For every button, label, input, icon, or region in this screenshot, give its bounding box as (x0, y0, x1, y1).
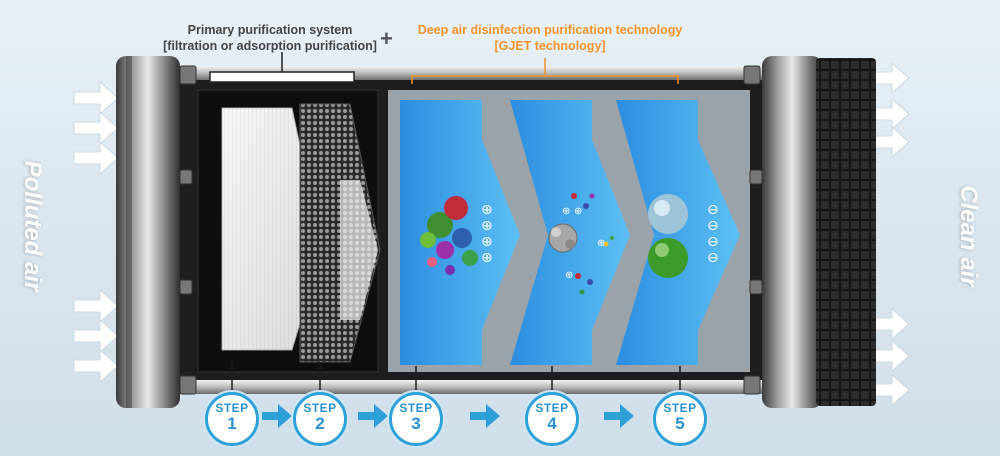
air-arrow-icon (74, 350, 118, 382)
step-arrow-icon (470, 404, 500, 428)
step-5-badge: STEP 5 (653, 392, 707, 446)
air-arrow-icon (74, 320, 118, 352)
negative-ion-icon: ⊖ (707, 202, 719, 218)
air-arrow-icon (872, 127, 909, 157)
step-arrow-icon (604, 404, 634, 428)
step-label: STEP (528, 401, 576, 415)
outlet-grille (816, 58, 876, 406)
step-number: 2 (296, 415, 344, 433)
negative-ion-icon: ⊖ (707, 250, 719, 266)
step-label: STEP (392, 401, 440, 415)
negative-ion-icon: ⊖ (707, 218, 719, 234)
air-arrow-icon (74, 112, 118, 144)
positive-ion-icon: ⊕ (597, 238, 605, 249)
negative-ion-icon: ⊖ (707, 234, 719, 250)
positive-ion-icon: ⊕ (565, 270, 573, 281)
outgoing-air-arrows (872, 63, 909, 405)
air-arrow-icon (872, 341, 909, 371)
positive-ion-icon: ⊕ (481, 218, 493, 234)
air-arrow-icon (872, 99, 909, 129)
step-number: 3 (392, 415, 440, 433)
positive-ion-icon: ⊕ (481, 202, 493, 218)
step-number: 4 (528, 415, 576, 433)
incoming-air-arrows (74, 82, 118, 382)
step-arrow-icon (358, 404, 388, 428)
air-arrow-icon (872, 63, 909, 93)
right-end-cap (762, 56, 822, 408)
positive-ion-icon: ⊕ (481, 250, 493, 266)
step-label: STEP (296, 401, 344, 415)
air-arrow-icon (74, 290, 118, 322)
step-label: STEP (656, 401, 704, 415)
step-number: 5 (656, 415, 704, 433)
step-label: STEP (208, 401, 256, 415)
step-arrow-icon (262, 404, 292, 428)
step-3-badge: STEP 3 (389, 392, 443, 446)
air-arrow-icon (872, 375, 909, 405)
step-2-badge: STEP 2 (293, 392, 347, 446)
step-number: 1 (208, 415, 256, 433)
positive-ion-icon: ⊕ (481, 234, 493, 250)
air-arrow-icon (872, 309, 909, 339)
positive-ion-icon: ⊕ (562, 206, 570, 217)
step-1-badge: STEP 1 (205, 392, 259, 446)
positive-ion-column: ⊕ ⊕ ⊕ ⊕ (481, 202, 493, 266)
positive-ion-icon: ⊕ (574, 206, 582, 217)
air-arrow-icon (74, 142, 118, 174)
negative-ion-column: ⊖ ⊖ ⊖ ⊖ (707, 202, 719, 266)
left-end-cap (116, 56, 180, 408)
step-4-badge: STEP 4 (525, 392, 579, 446)
air-arrow-icon (74, 82, 118, 114)
